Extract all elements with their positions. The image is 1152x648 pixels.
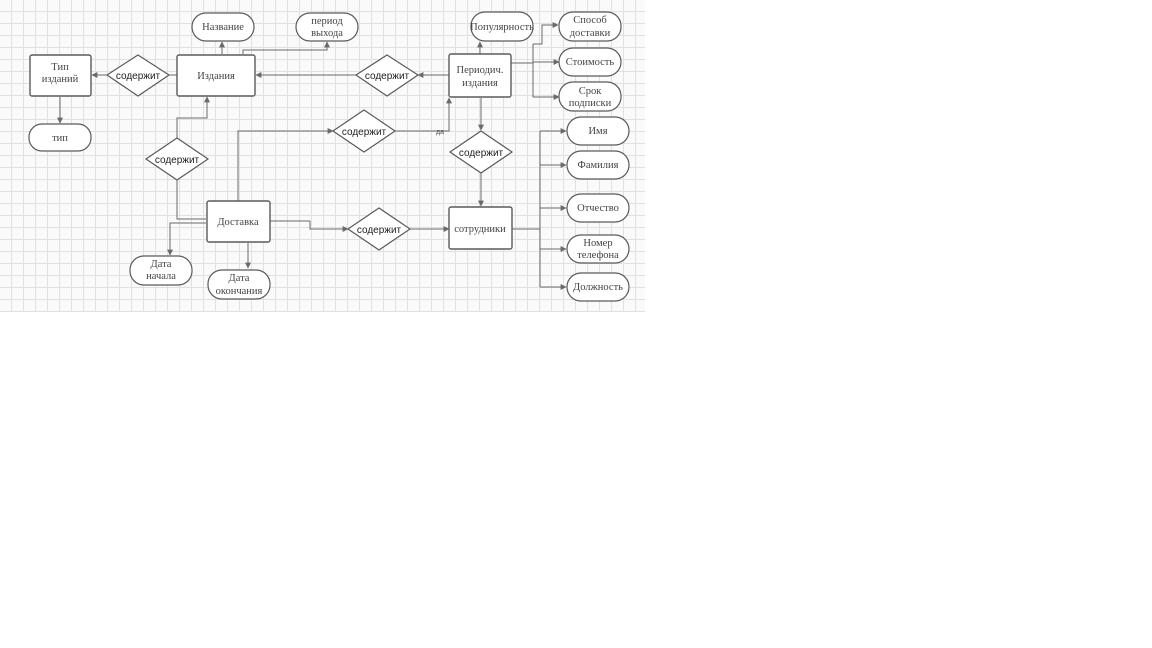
attr-sposob-dostavki[interactable]: Способ доставки xyxy=(558,11,622,42)
attr-dolzhnost-label: Должность xyxy=(573,282,623,293)
rel-dostavka-period-label: содержит xyxy=(342,127,387,138)
entity-izdaniya[interactable]: Издания xyxy=(176,54,256,97)
attr-populyarnost-label: Популярность xyxy=(470,22,534,33)
entity-tip-izdaniy-line1: Тип xyxy=(51,62,69,73)
attr-nomer-line1: Номер xyxy=(583,238,612,249)
entity-sotrudniki-label: сотрудники xyxy=(454,224,506,235)
rel-tip[interactable]: содержит xyxy=(105,54,171,97)
attr-sposob-line2: доставки xyxy=(570,28,611,39)
edge-dostavka-to-data-nachala xyxy=(167,222,206,256)
rel-dostavka-sotr-label: содержит xyxy=(357,225,402,236)
attr-nomer-line2: телефона xyxy=(577,250,619,261)
rel-dostavka-izd-label: содержит xyxy=(155,155,200,166)
entity-periodich-line1: Периодич. xyxy=(457,65,504,76)
entity-tip-izdaniy-line2: изданий xyxy=(42,74,79,85)
diagram-canvas: да Тип изданий Издания Периодич. издания… xyxy=(0,0,645,312)
edge-izdaniya-to-period xyxy=(242,41,330,54)
rel-period-sotr[interactable]: содержит xyxy=(448,130,514,174)
rel-tip-label: содержит xyxy=(116,71,161,82)
attr-dolzhnost[interactable]: Должность xyxy=(566,272,630,302)
edges xyxy=(57,22,567,290)
edge-rel-izd-to-izdaniya xyxy=(176,96,210,138)
rel-period[interactable]: содержит xyxy=(354,54,420,97)
attr-sposob-line1: Способ xyxy=(573,15,606,26)
edge-dostavka-to-rel-sotr2 xyxy=(270,220,349,232)
attr-period-vyhoda-line1: период xyxy=(311,16,343,27)
attr-imya-label: Имя xyxy=(588,126,607,137)
entity-dostavka[interactable]: Доставка xyxy=(206,200,271,243)
attr-period-vyhoda[interactable]: период выхода xyxy=(295,12,359,42)
attr-stoimost-label: Стоимость xyxy=(566,57,615,68)
entity-periodich[interactable]: Периодич. издания xyxy=(448,53,512,98)
entity-tip-izdaniy[interactable]: Тип изданий xyxy=(29,54,92,97)
edge-to-sposob xyxy=(533,22,559,45)
edge-rel-periodich-to-periodich xyxy=(395,97,452,132)
rel-period-sotr-label: содержит xyxy=(459,148,504,159)
attr-nazvanie-label: Название xyxy=(202,22,244,33)
attr-familiya[interactable]: Фамилия xyxy=(566,150,630,180)
attr-imya[interactable]: Имя xyxy=(566,116,630,146)
attr-familiya-label: Фамилия xyxy=(578,160,619,171)
rel-dostavka-period[interactable]: содержит xyxy=(331,109,397,153)
rel-dostavka-izd[interactable]: содержит xyxy=(144,137,210,181)
entity-dostavka-label: Доставка xyxy=(217,217,259,228)
attr-srok-podpiski[interactable]: Срок подписки xyxy=(558,81,622,112)
attr-stoimost[interactable]: Стоимость xyxy=(558,47,622,77)
edge-dostavka-to-rel-periodich xyxy=(237,128,334,201)
attr-nomer-telefona[interactable]: Номер телефона xyxy=(566,234,630,264)
attr-tip[interactable]: тип xyxy=(28,123,92,152)
rel-dostavka-sotr[interactable]: содержит xyxy=(346,207,412,251)
attr-nazvanie[interactable]: Название xyxy=(191,12,255,42)
entity-periodich-line2: издания xyxy=(462,78,498,89)
entity-sotrudniki[interactable]: сотрудники xyxy=(448,206,513,250)
attr-tip-label: тип xyxy=(52,133,68,144)
attr-srok-line1: Срок xyxy=(579,86,603,97)
attr-populyarnost[interactable]: Популярность xyxy=(470,11,534,42)
attr-data-nachala-line1: Дата xyxy=(151,259,172,270)
attr-data-okonchaniya-line2: окончания xyxy=(216,286,263,297)
edge-dostavka-to-rel-izd xyxy=(176,180,206,220)
attr-data-nachala-line2: начала xyxy=(146,271,176,282)
rel-period-label: содержит xyxy=(365,71,410,82)
attr-data-okonchaniya-line1: Дата xyxy=(229,273,250,284)
entity-izdaniya-label: Издания xyxy=(197,71,235,82)
attr-otchestvo-label: Отчество xyxy=(577,203,619,214)
attr-otchestvo[interactable]: Отчество xyxy=(566,193,630,223)
attr-period-vyhoda-line2: выхода xyxy=(311,28,343,39)
attr-srok-line2: подписки xyxy=(569,98,612,109)
attr-data-okonchaniya[interactable]: Дата окончания xyxy=(207,269,271,300)
attr-data-nachala[interactable]: Дата начала xyxy=(129,255,193,286)
er-diagram: да Тип изданий Издания Периодич. издания… xyxy=(28,11,630,302)
edge-label-da: да xyxy=(436,129,444,136)
